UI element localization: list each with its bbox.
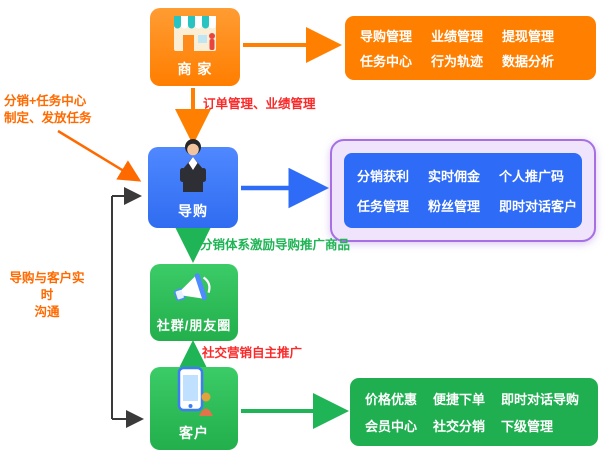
label-order-management: 订单管理、业绩管理 [203, 97, 316, 111]
feature-item: 个人推广码 [499, 169, 565, 184]
feature-item: 数据分析 [502, 54, 555, 69]
feature-item: 分销获利 [357, 169, 410, 184]
feature-item: 任务中心 [360, 54, 413, 69]
customer-feature-row-1: 价格优惠便捷下单即时对话导购 [365, 389, 583, 408]
feature-item: 业绩管理 [431, 29, 484, 44]
label-realtime-communication: 导购与客户实时 沟通 [9, 271, 85, 319]
node-community-label: 社群/朋友圈 [156, 318, 232, 333]
customer-feature-panel: 价格优惠便捷下单即时对话导购 会员中心社交分销下级管理 [350, 378, 598, 446]
feature-item: 提现管理 [502, 29, 555, 44]
feature-item: 即时对话导购 [501, 392, 580, 408]
merchant-feature-row-1: 导购管理 业绩管理 提现管理 [360, 26, 581, 45]
feature-item: 即时对话客户 [499, 199, 578, 214]
label-distribution-incentive: 分销体系激励导购推广商品 [200, 238, 351, 252]
merchant-feature-panel: 导购管理 业绩管理 提现管理 任务中心 行为轨迹 数据分析 [345, 16, 596, 80]
feature-item: 价格优惠 [365, 392, 418, 408]
node-merchant: 商 家 [150, 8, 240, 86]
node-community: 社群/朋友圈 [150, 264, 238, 341]
guide-feature-panel: 分销获利 实时佣金 个人推广码 任务管理 粉丝管理 即时对话客户 [330, 139, 596, 242]
label-social-marketing: 社交营销自主推广 [202, 346, 303, 360]
megaphone-icon [150, 264, 238, 315]
guide-feature-panel-inner: 分销获利 实时佣金 个人推广码 任务管理 粉丝管理 即时对话客户 [344, 153, 582, 228]
label-task-assignment: 分销+任务中心 制定、发放任务 [4, 94, 92, 125]
node-guide-label: 导购 [178, 203, 208, 219]
feature-item: 会员中心 [365, 418, 418, 434]
node-merchant-label: 商 家 [177, 61, 213, 77]
guide-person-icon [148, 133, 238, 201]
node-customer: 客户 [150, 366, 238, 450]
node-guide: 导购 [148, 139, 238, 228]
feature-item: 下级管理 [501, 418, 554, 434]
arrow-task-to-guide [57, 129, 142, 182]
guide-feature-row-2: 任务管理 粉丝管理 即时对话客户 [357, 196, 577, 215]
customer-feature-row-2: 会员中心社交分销下级管理 [365, 416, 583, 435]
node-customer-label: 客户 [179, 425, 209, 441]
feature-item: 粉丝管理 [428, 199, 481, 214]
phone-customer-icon [150, 359, 238, 423]
feature-item: 社交分销 [433, 418, 486, 434]
guide-feature-row-1: 分销获利 实时佣金 个人推广码 [357, 166, 569, 185]
merchant-feature-row-2: 任务中心 行为轨迹 数据分析 [360, 51, 581, 70]
feature-item: 导购管理 [360, 29, 413, 44]
feature-item: 任务管理 [357, 199, 410, 214]
store-icon [150, 8, 240, 59]
feature-item: 便捷下单 [433, 392, 486, 408]
feature-item: 行为轨迹 [431, 54, 484, 69]
feature-item: 实时佣金 [428, 169, 481, 184]
